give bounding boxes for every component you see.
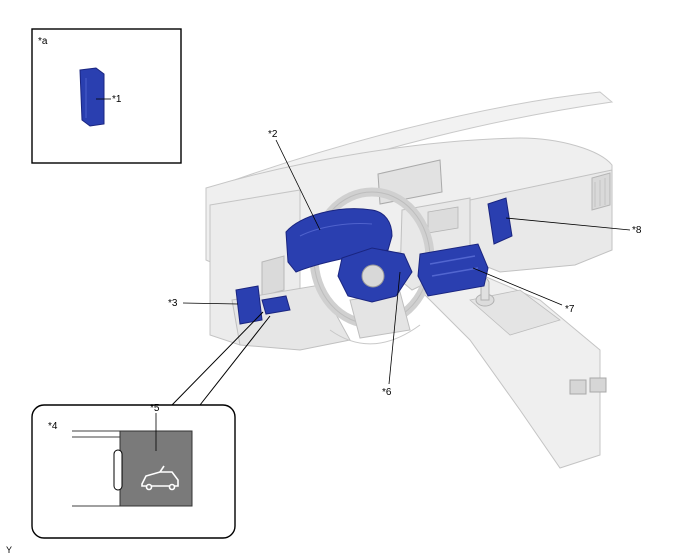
switch-on-dash [261,295,291,315]
callout-1: *1 [112,94,122,105]
inset-box-a [31,28,182,164]
callout-4: *4 [48,421,58,432]
dashboard-illustration [205,91,614,469]
figure-code: Y [6,545,13,555]
callout-a: *a [38,36,48,47]
leader-lines [96,98,631,451]
callout-6: *6 [382,387,392,398]
callout-8: *8 [632,225,642,236]
right-side-ecu [487,197,513,245]
callout-7: *7 [565,304,575,315]
inset-component-1 [79,67,105,127]
suv-door-icon [141,465,179,491]
callout-3: *3 [168,298,178,309]
callout-2: *2 [268,129,278,140]
combination-meter [285,208,393,273]
left-side-ecu [235,285,263,325]
callout-5: *5 [150,403,160,414]
